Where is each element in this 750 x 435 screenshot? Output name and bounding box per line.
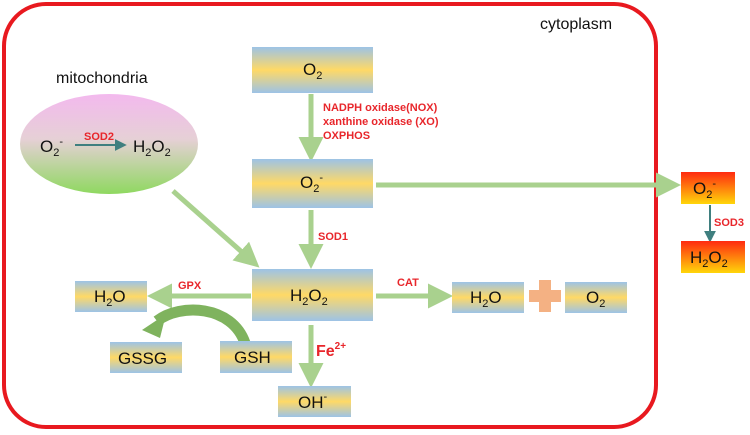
cat-label: CAT xyxy=(397,277,419,289)
node-gssg: GSSG xyxy=(110,342,182,373)
node-h2o2-center: H2O2 xyxy=(252,269,373,321)
mito-o2-minus: O2- xyxy=(40,136,63,159)
node-o2-right: O2 xyxy=(565,282,627,313)
svg-text:H2O2: H2O2 xyxy=(290,286,328,308)
node-h2o2-ext: H2O2 xyxy=(681,241,745,273)
node-o2-top: O2 xyxy=(252,47,373,93)
svg-text:H2O2: H2O2 xyxy=(690,248,728,270)
sod3-label: SOD3 xyxy=(714,217,744,229)
plus-sign xyxy=(529,280,561,312)
svg-text:H2O: H2O xyxy=(470,288,502,310)
node-gsh: GSH xyxy=(220,341,292,373)
svg-text:O2-: O2- xyxy=(300,172,323,195)
mitochondria-label: mitochondria xyxy=(56,70,148,87)
svg-text:GSSG: GSSG xyxy=(118,349,167,368)
oxphos-label: OXPHOS xyxy=(323,130,370,142)
gsh-gssg-arrowhead xyxy=(142,314,166,338)
gsh-gssg-curve xyxy=(153,304,251,346)
svg-text:O2: O2 xyxy=(586,288,605,310)
arrow-mito-to-h2o2 xyxy=(171,189,260,268)
svg-text:O2: O2 xyxy=(303,60,322,82)
node-o2-ext: O2- xyxy=(681,172,735,204)
svg-text:OH-: OH- xyxy=(298,391,328,412)
nox-label: NADPH oxidase(NOX) xyxy=(323,102,438,114)
node-h2o-left: H2O xyxy=(75,281,147,312)
svg-text:H2O: H2O xyxy=(94,287,126,309)
svg-text:O2-: O2- xyxy=(693,178,716,201)
xo-label: xanthine oxidase (XO) xyxy=(323,116,439,128)
svg-text:GSH: GSH xyxy=(234,348,271,367)
sod1-label: SOD1 xyxy=(318,231,348,243)
sod2-label: SOD2 xyxy=(84,131,114,143)
cytoplasm-label: cytoplasm xyxy=(540,16,612,33)
node-o2-minus: O2- xyxy=(252,159,373,208)
mito-h2o2: H2O2 xyxy=(133,137,171,159)
node-h2o-right: H2O xyxy=(452,282,524,313)
gpx-label: GPX xyxy=(178,280,202,292)
cell-border xyxy=(2,2,658,429)
node-oh: OH- xyxy=(278,386,351,417)
fe-label: Fe2+ xyxy=(316,341,346,360)
